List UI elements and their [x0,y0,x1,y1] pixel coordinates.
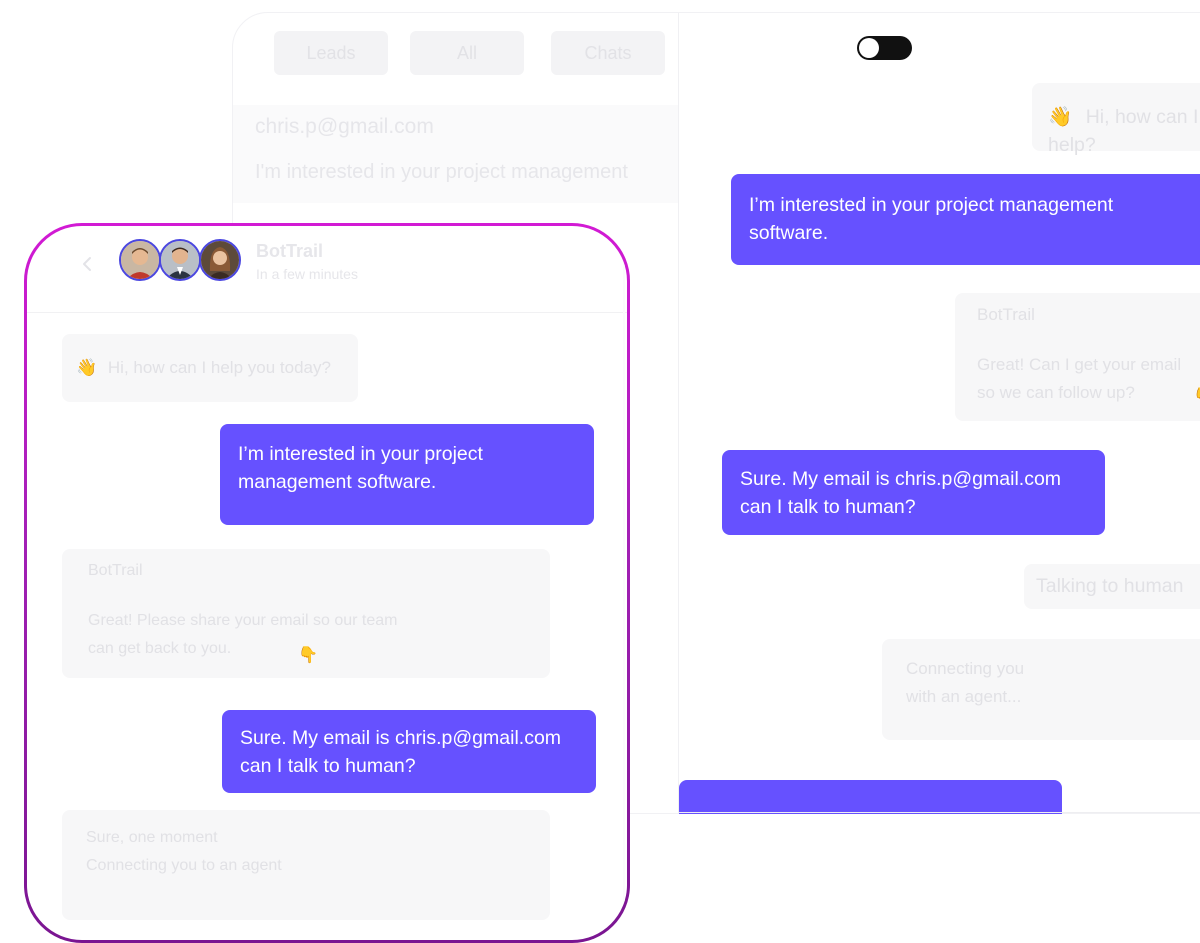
widget-message-bot: Sure, one moment Connecting you to an ag… [62,810,550,920]
message-label: BotTrail [88,562,143,579]
widget-message-bot: 👋 Hi, how can I help you today? [62,334,358,402]
message-text: Hi, how can I help you today? [107,358,331,377]
message-text: Connecting you to an agent [86,857,282,874]
message-text: Great! Can I get your email [977,355,1182,374]
chat-widget: BotTrail In a few minutes 👋 Hi, how can … [27,226,627,940]
message-text: can get back to you. [88,640,232,657]
tab-chats[interactable]: Chats [551,31,665,75]
admin-message-bot: BotTrail Great! Can I get your email so … [955,293,1200,421]
point-down-emoji-icon: 👇 [298,645,318,664]
message-text: with an agent... [906,687,1022,706]
chevron-left-icon[interactable] [77,252,97,276]
message-text: so we can follow up? [977,383,1135,402]
wave-emoji-icon: 👋 [1048,105,1073,128]
admin-message-user: Sure. My email is chris.p@gmail.com can … [722,450,1105,535]
widget-message-user: I’m interested in your project managemen… [220,424,594,525]
chat-header: BotTrail In a few minutes [27,226,627,313]
toggle-knob [859,38,879,58]
lead-preview: I'm interested in your project managemen… [255,161,628,183]
point-down-emoji-icon: 👇 [1193,383,1200,411]
lead-email: chris.p@gmail.com [255,115,434,138]
message-text: Sure, one moment [86,829,218,846]
panel-divider [678,13,679,813]
avatar [199,239,241,281]
admin-message-user: I’m interested in your project managemen… [731,174,1200,265]
admin-message-bot: Connecting you with an agent... [882,639,1200,740]
message-label: BotTrail [977,305,1035,324]
avatar [119,239,161,281]
admin-message-user-partial [679,780,1062,814]
message-text: I’m interested in your project managemen… [238,443,483,493]
message-text: Connecting you [906,659,1025,678]
tab-all[interactable]: All [410,31,524,75]
scrollbar[interactable] [623,226,625,940]
message-text: Great! Please share your email so our te… [88,612,398,629]
message-text: I’m interested in your project managemen… [749,194,1114,244]
bot-toggle[interactable] [857,36,912,60]
widget-message-bot: BotTrail Great! Please share your email … [62,549,550,678]
widget-message-user: Sure. My email is chris.p@gmail.com can … [222,710,596,793]
admin-footer-line [678,812,1200,813]
message-text: Sure. My email is chris.p@gmail.com can … [740,468,1062,518]
admin-message-bot: 👋 Hi, how can I help? [1032,83,1200,156]
wave-emoji-icon: 👋 [76,358,98,378]
message-text: Sure. My email is chris.p@gmail.com can … [240,727,562,777]
admin-message-bot: Talking to human [1024,564,1200,609]
lead-row[interactable]: chris.p@gmail.com I'm interested in your… [233,105,678,203]
message-text: Hi, how can I help? [1048,106,1199,156]
avatar [159,239,201,281]
bot-status: In a few minutes [256,266,358,282]
tab-leads[interactable]: Leads [274,31,388,75]
message-text: Talking to human [1036,575,1184,597]
bot-name: BotTrail [256,241,324,261]
